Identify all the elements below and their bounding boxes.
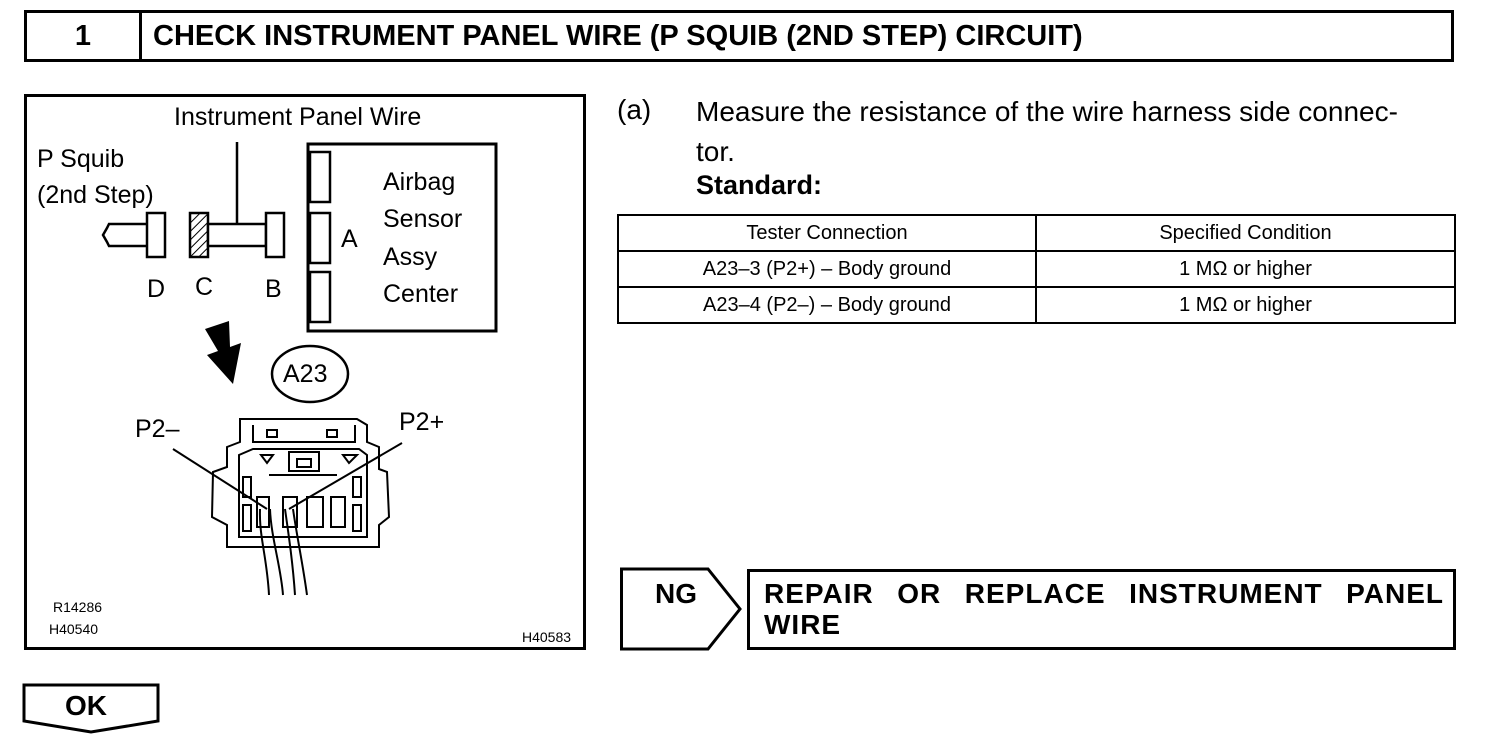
- connector-d-label: D: [147, 275, 166, 303]
- instruction-line-2: tor.: [696, 136, 735, 167]
- spec-table: Tester Connection Specified Condition A2…: [616, 214, 1456, 324]
- ok-arrow-box: [22, 683, 160, 734]
- table-cell: 1 MΩ or higher: [1035, 286, 1456, 324]
- wiring-figure: Instrument Panel Wire P Squib (2nd Step)…: [24, 94, 586, 650]
- p2-plus-leader: [288, 442, 403, 510]
- substep-marker: (a): [617, 94, 652, 125]
- connector-c-label: C: [195, 273, 214, 301]
- table-row: A23–3 (P2+) – Body ground 1 MΩ or higher: [616, 250, 1456, 288]
- wiring-diagram: [101, 142, 498, 596]
- ng-action-text: REPAIR OR REPLACE INSTRUMENT PANEL WIRE: [764, 578, 1444, 640]
- connector-c: [188, 211, 210, 259]
- ok-label: OK: [65, 690, 107, 721]
- p2-plus-label: P2+: [399, 408, 445, 436]
- airbag-sensor-box: [306, 142, 498, 333]
- instruction-line-1: Measure the resistance of the wire harne…: [696, 96, 1398, 127]
- connector-b-label: B: [265, 275, 282, 303]
- assy-label: Assy: [383, 243, 438, 271]
- p2-minus-label: P2–: [135, 415, 180, 443]
- connector-id-ellipse: [270, 344, 350, 404]
- table-header-tester-connection: Tester Connection: [616, 214, 1038, 252]
- step-number: 1: [27, 13, 142, 59]
- wire-harness: [206, 222, 268, 248]
- ng-arrow-box: [620, 567, 742, 651]
- table-row: A23–4 (P2–) – Body ground 1 MΩ or higher: [616, 286, 1456, 324]
- connector-wires: [258, 508, 308, 596]
- airbag-label: Airbag: [383, 168, 456, 196]
- table-header-specified-condition: Specified Condition: [1035, 214, 1456, 252]
- figure-code-h40583: H40583: [522, 629, 572, 645]
- instrument-panel-wire-label: Instrument Panel Wire: [174, 103, 422, 131]
- p-squib-label: P Squib: [37, 145, 125, 173]
- a23-connector-drawing: [210, 418, 391, 548]
- instruction-text: Measure the resistance of the wire harne…: [696, 92, 1456, 172]
- center-label: Center: [383, 280, 459, 308]
- sensor-pin-middle: [308, 211, 332, 265]
- sensor-pin-lower: [308, 270, 332, 324]
- table-cell: A23–3 (P2+) – Body ground: [616, 250, 1038, 288]
- ng-action-box: REPAIR OR REPLACE INSTRUMENT PANEL WIRE: [747, 569, 1456, 650]
- ng-label: NG: [655, 578, 697, 609]
- connector-b: [264, 211, 286, 259]
- sensor-label: Sensor: [383, 205, 463, 233]
- figure-code-r14286: R14286: [53, 599, 103, 615]
- p-squib-step-label: (2nd Step): [37, 181, 154, 209]
- table-cell: A23–4 (P2–) – Body ground: [616, 286, 1038, 324]
- step-title: CHECK INSTRUMENT PANEL WIRE (P SQUIB (2N…: [153, 19, 1083, 52]
- figure-code-h40540: H40540: [49, 621, 99, 637]
- connector-id-label: A23: [283, 360, 328, 388]
- standard-label: Standard:: [696, 170, 823, 200]
- p2-minus-leader: [172, 448, 268, 510]
- sensor-pin-upper: [308, 150, 332, 204]
- connector-a-label: A: [341, 225, 358, 253]
- down-arrow-icon: [205, 321, 241, 384]
- table-header-row: Tester Connection Specified Condition: [616, 214, 1456, 252]
- table-cell: 1 MΩ or higher: [1035, 250, 1456, 288]
- squib-stub: [101, 222, 147, 248]
- step-header: 1 CHECK INSTRUMENT PANEL WIRE (P SQUIB (…: [24, 10, 1454, 62]
- connector-d: [145, 211, 167, 259]
